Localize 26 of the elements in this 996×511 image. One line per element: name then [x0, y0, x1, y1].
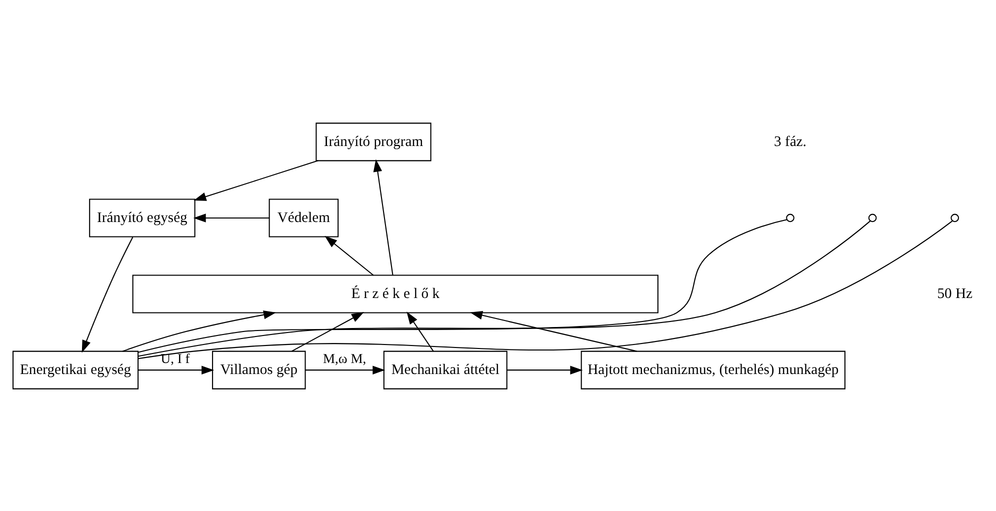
arrow: [194, 160, 318, 200]
node-box: Energetikai egység: [12, 350, 139, 389]
node-box: Hajtott mechanizmus, (terhelés) munkagép: [580, 350, 846, 389]
arrow: [138, 365, 214, 374]
arrow: [305, 365, 386, 374]
arrow: [122, 310, 276, 352]
edge-label: M,ω M,: [323, 350, 366, 366]
arrow: [406, 311, 434, 352]
label: 3 fáz.: [774, 133, 806, 150]
arrow: [470, 310, 637, 352]
node-box: Villamos gép: [212, 350, 306, 389]
node-box: Irányító egység: [89, 198, 196, 237]
arrow: [292, 312, 364, 352]
node-box: Védelem: [268, 198, 339, 237]
node-circle: [868, 213, 877, 222]
node-box: Irányító program: [316, 122, 432, 161]
node-box: Mechanikai áttétel: [383, 350, 508, 389]
arrow: [324, 235, 374, 276]
arrow: [193, 213, 270, 222]
arrow: [82, 236, 134, 352]
node-circle: [786, 213, 794, 222]
arrow: [373, 158, 394, 275]
label: 50 Hz: [937, 285, 972, 302]
node-box: É r z é k e l ő k: [132, 274, 658, 313]
node-circle: [950, 213, 959, 222]
arrow: [507, 365, 583, 374]
